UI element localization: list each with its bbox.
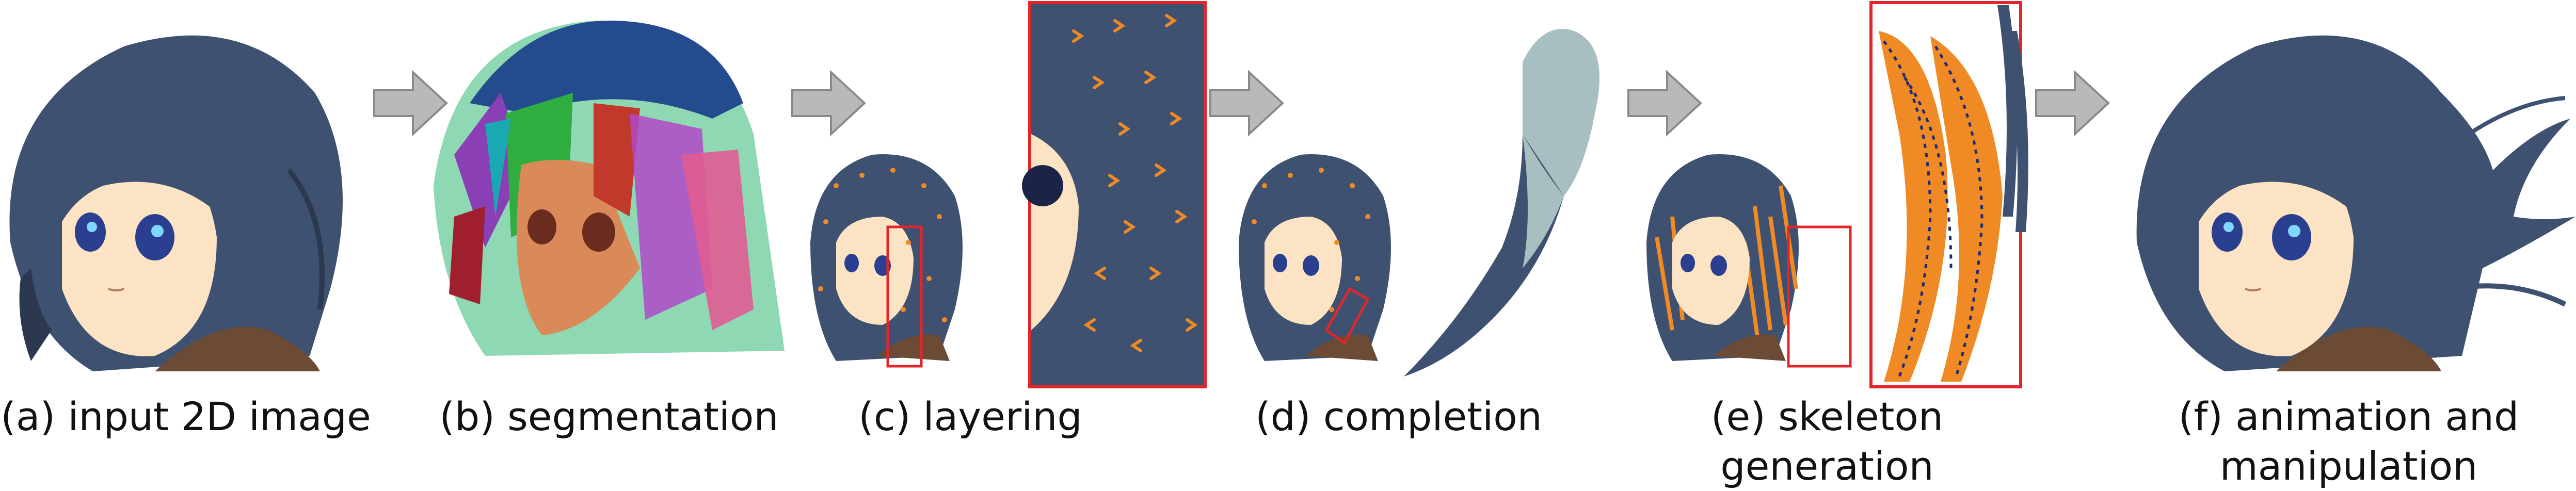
animated-character-illustration [2136,35,2575,371]
anime-character-illustration [9,35,343,371]
panel-animation [2121,0,2576,392]
completion-diagram [1239,29,1599,377]
caption-input-image: (a) input 2D image [1,394,371,439]
caption-skeleton-generation: (e) skeleton generation [1710,394,1944,489]
right-arrow-icon [791,70,866,137]
caption-completion: (d) completion [1255,394,1542,439]
segmentation-map [434,21,785,356]
right-arrow-icon [373,70,448,137]
skeleton-diagram [1646,1,2028,388]
panel-completion [1234,0,1636,392]
panel-layering [805,0,1228,392]
panel-skeleton-generation [1641,0,2044,392]
panel-input-image [0,0,372,392]
caption-layering: (c) layering [858,394,1082,439]
caption-animation: (f) animation and manipulation [2178,394,2519,489]
layering-diagram [810,1,1207,388]
right-arrow-icon [1627,70,1702,137]
caption-segmentation: (b) segmentation [439,394,779,439]
panel-segmentation [423,0,795,392]
right-arrow-icon [2035,70,2110,137]
right-arrow-icon [1209,70,1284,137]
